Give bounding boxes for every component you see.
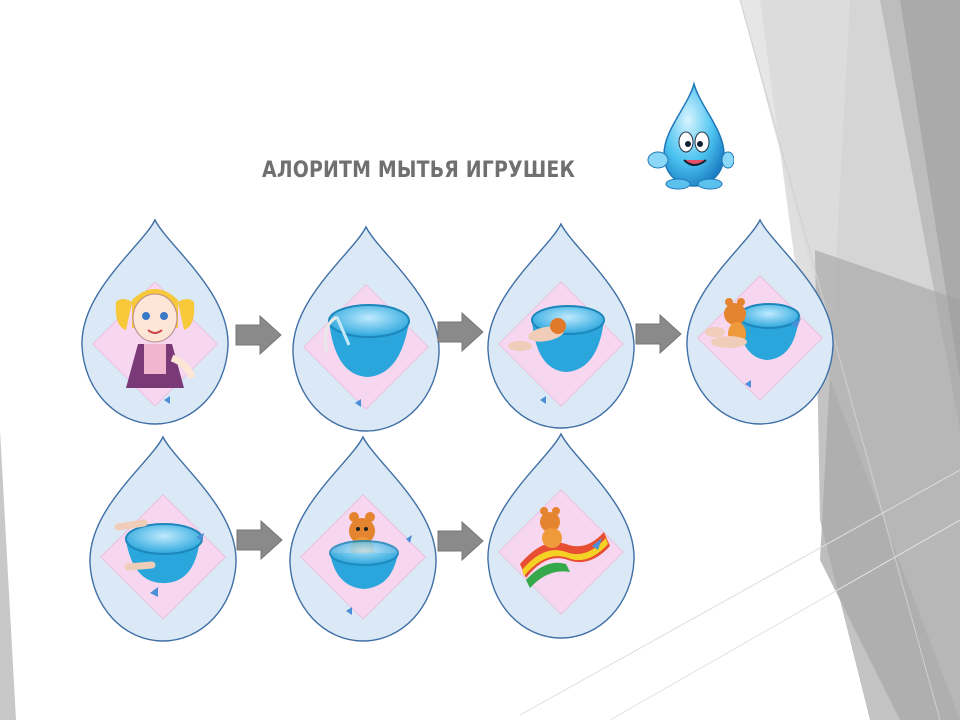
step-6	[288, 435, 438, 645]
arrow-right-icon	[436, 521, 484, 561]
arrow-right-icon	[436, 312, 484, 352]
toy-in-basin-icon	[329, 512, 412, 589]
step-2	[291, 225, 441, 435]
step-3	[486, 222, 636, 432]
pouring-water-out-icon	[114, 519, 204, 584]
step-1	[80, 218, 230, 428]
arrow-right-icon	[235, 520, 283, 560]
arrow-right-icon	[634, 314, 682, 354]
arrow-right-icon	[234, 315, 282, 355]
hands-washing-toy-in-basin-icon	[508, 305, 605, 372]
toy-drying-on-towel-icon	[520, 507, 610, 588]
basin-with-water-icon	[323, 304, 410, 377]
step-5	[88, 435, 238, 645]
step-4	[685, 218, 835, 428]
girl-washing-hands-icon	[115, 289, 196, 388]
water-drop-mascot-icon	[642, 80, 735, 192]
step-7	[486, 432, 636, 642]
slide-title: АЛОРИТМ МЫТЬЯ ИГРУШЕК	[262, 158, 576, 183]
rinsing-toy-icon	[705, 298, 801, 360]
